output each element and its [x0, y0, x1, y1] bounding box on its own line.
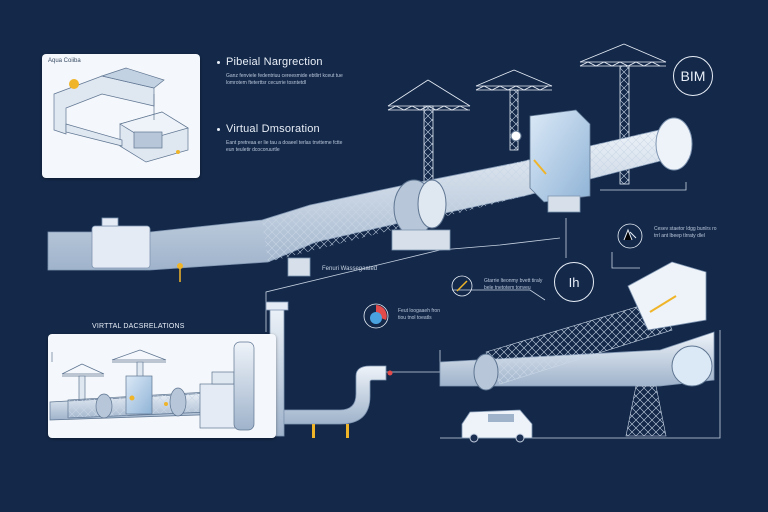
note-2: Gtarrie lteonmy bvett tiraly bele tnetot…	[484, 278, 543, 291]
pipe-label: Fenuri Wassegaated	[322, 266, 378, 272]
note-1: Cesev staetor ldgg bunlrs ro trrl ant lb…	[654, 226, 717, 239]
section-1-bullet	[217, 61, 220, 64]
section-2-bullet	[217, 128, 220, 131]
bottom-panel-title: VIRTTAL DACSRELATIONS	[92, 323, 185, 330]
section-1-title: Pibeial Nargrection	[226, 56, 323, 68]
bim-label: BIM	[680, 68, 706, 84]
section-2-body: Eant pretreaa er lie tau a doaeel terlas…	[226, 140, 343, 153]
bottom-left-panel	[48, 334, 276, 438]
section-1-body: Ganz fenviele fedentriuu cereesmide ebtl…	[226, 73, 343, 86]
sensor-icons	[363, 223, 643, 329]
top-panel-title: Aqua Coiiba	[48, 58, 81, 64]
van	[461, 409, 533, 443]
section-2-title: Virtual Dmsoration	[226, 123, 320, 135]
lower-pipeline	[439, 261, 715, 437]
construction-scene-illustration	[49, 341, 255, 431]
pipeline-model-illustration	[53, 67, 189, 163]
note-3: Feut loogaaeh fron tiou tnol toeatls	[398, 308, 440, 321]
main-pipeline	[47, 109, 693, 282]
bim-badge: BIM	[673, 56, 713, 96]
ih-label: Ih	[568, 274, 580, 290]
top-left-panel: Aqua Coiiba	[42, 54, 200, 178]
ih-badge: Ih	[554, 262, 594, 302]
